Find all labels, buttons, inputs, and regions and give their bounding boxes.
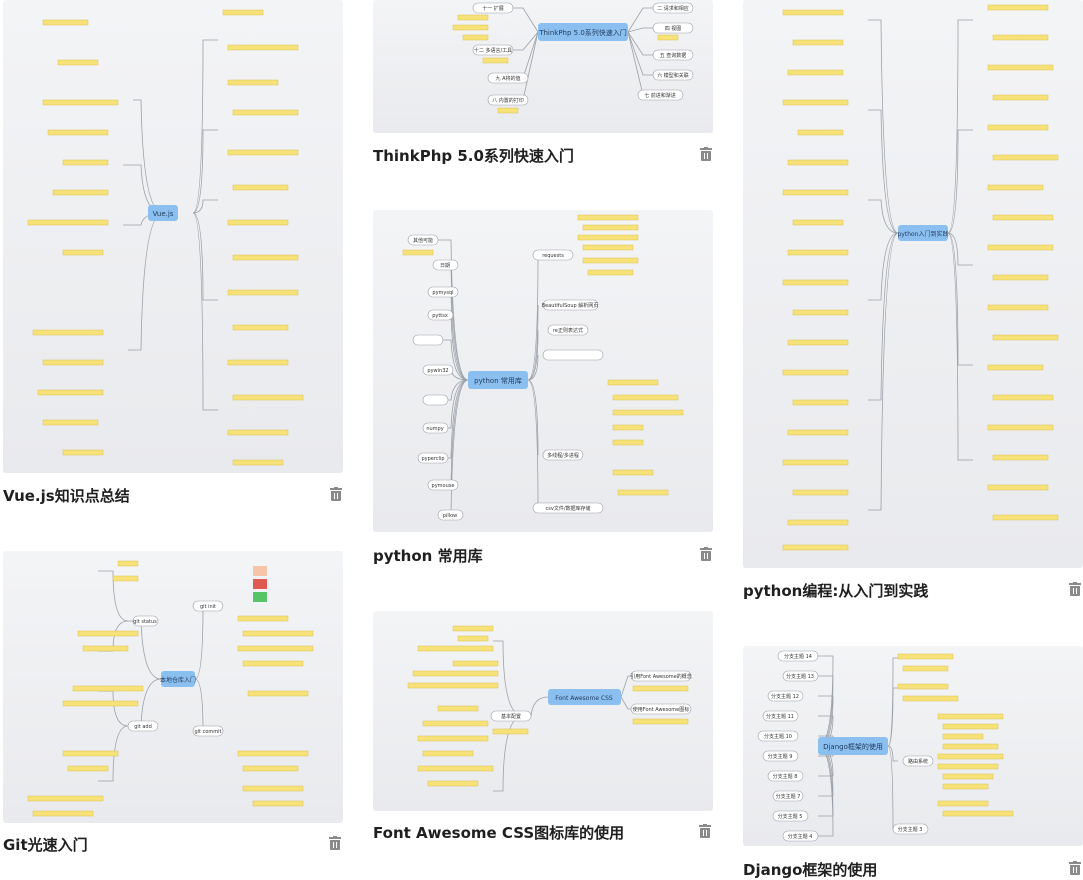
branch-label: 分支主题 5: [778, 813, 803, 820]
branch-label: BeautifulSoup 解析网页: [542, 302, 599, 309]
trash-icon[interactable]: [699, 824, 711, 838]
branch-label: re正则表达式: [553, 327, 583, 334]
mindmap-root-text: Vue.js: [153, 210, 174, 218]
mindmap-title[interactable]: python 常用库: [373, 547, 483, 565]
mindmap-title[interactable]: Font Awesome CSS图标库的使用: [373, 824, 625, 842]
mindmap-preview: python入门到实践: [782, 4, 1059, 551]
branch-label: 分支主题 14: [784, 653, 812, 660]
trash-icon[interactable]: [1069, 582, 1081, 596]
mindmap-title[interactable]: ThinkPhp 5.0系列快速入门: [373, 147, 574, 165]
branch-label: 五 查询数据: [660, 52, 687, 59]
mindmap-thumbnail[interactable]: python入门到实践: [743, 0, 1083, 568]
mindmap-card-python-libs[interactable]: python 常用库 其他可能 日期 pymysql pyttsx pywin3…: [373, 210, 713, 570]
mindmap-title[interactable]: Django框架的使用: [743, 861, 878, 879]
mindmap-title[interactable]: Vue.js知识点总结: [3, 487, 130, 505]
branch-label: numpy: [426, 426, 443, 432]
mindmap-thumbnail[interactable]: python 常用库 其他可能 日期 pymysql pyttsx pywin3…: [373, 210, 713, 532]
trash-icon[interactable]: [700, 547, 712, 561]
branch-label: git status: [133, 619, 157, 625]
branch-label: 分支主题 10: [764, 733, 792, 740]
mindmap-root-text: Django框架的使用: [823, 742, 883, 751]
branch-label: 分支主题 7: [776, 793, 801, 800]
branch-label: 分支主题 4: [788, 833, 813, 840]
branch-label: csv文件/数据库存储: [546, 505, 591, 512]
branch-label: 六 模型和关联: [657, 72, 689, 79]
branch-label: 日期: [440, 263, 450, 269]
branch-label: 路由系统: [908, 758, 928, 765]
branch-label: 基本配置: [501, 713, 521, 720]
trash-icon[interactable]: [700, 147, 712, 161]
branch-label: git init: [200, 604, 216, 610]
mindmap-root-text: ThinkPhp 5.0系列快速入门: [538, 28, 627, 37]
branch-label: 分支主题 9: [768, 753, 793, 760]
mindmap-preview: python 常用库 其他可能 日期 pymysql pyttsx pywin3…: [402, 214, 684, 521]
mindmap-card-django[interactable]: Django框架的使用 分支主题 14 分支主题 13 分支主题 12 分支主题…: [743, 646, 1083, 879]
branch-label: 分支主题 8: [773, 773, 798, 780]
branch-label: git add: [134, 724, 152, 730]
branch-label: pymysql: [432, 290, 453, 296]
branch-label: 十二 多语言/工具: [474, 47, 512, 54]
mindmap-thumbnail[interactable]: Vue.js: [3, 0, 343, 473]
branch-label: 多线程/多进程: [547, 452, 579, 459]
trash-icon[interactable]: [330, 487, 342, 501]
branch-label: pyperclip: [421, 456, 444, 462]
mindmap-root-text: Font Awesome CSS: [555, 695, 613, 702]
branch-label: git commit: [194, 729, 221, 735]
branch-label: 其他可能: [413, 237, 433, 244]
branch-label: requests: [542, 253, 564, 259]
branch-label: 四 视图: [665, 25, 682, 32]
branch-label: 分支主题 12: [771, 693, 799, 700]
mindmap-preview: Font Awesome CSS 基本配置 引用Font Awesome的概念 …: [407, 625, 692, 792]
branch-label: 分支主题 11: [766, 713, 794, 720]
mindmap-thumbnail[interactable]: Django框架的使用 分支主题 14 分支主题 13 分支主题 12 分支主题…: [743, 646, 1083, 846]
mindmap-preview: Vue.js: [27, 9, 304, 466]
mindmap-thumbnail[interactable]: ThinkPhp 5.0系列快速入门 十一 扩展 十二 多语言/工具 九 A将的…: [373, 0, 713, 133]
mindmap-title[interactable]: python编程:从入门到实践: [743, 582, 929, 600]
branch-label: pywin32: [427, 368, 448, 374]
branch-label: 分支主题 3: [898, 826, 923, 833]
branch-label: 十一 扩展: [482, 5, 504, 12]
mindmap-root-text: 本地仓库入门: [160, 676, 196, 684]
branch-label: 引用Font Awesome的概念: [630, 673, 691, 680]
branch-label: 二 请求和相应: [657, 5, 689, 12]
mindmap-card-vue[interactable]: Vue.js Vue.js知识点总结: [3, 0, 343, 510]
branch-label: 分支主题 13: [786, 673, 814, 680]
mindmap-card-thinkphp[interactable]: ThinkPhp 5.0系列快速入门 十一 扩展 十二 多语言/工具 九 A将的…: [373, 0, 713, 170]
mindmap-card-python-crash-course[interactable]: python入门到实践: [743, 0, 1083, 605]
mindmap-card-git[interactable]: 本地仓库入门 git init git status git add git c…: [3, 551, 343, 856]
branch-label: pillow: [443, 513, 458, 519]
mindmap-preview: 本地仓库入门 git init git status git add git c…: [27, 560, 314, 817]
branch-label: pymouse: [432, 483, 455, 489]
mindmap-preview: ThinkPhp 5.0系列快速入门 十一 扩展 十二 多语言/工具 九 A将的…: [452, 2, 694, 114]
mindmap-thumbnail[interactable]: 本地仓库入门 git init git status git add git c…: [3, 551, 343, 823]
mindmap-preview: Django框架的使用 分支主题 14 分支主题 13 分支主题 12 分支主题…: [757, 650, 1014, 842]
trash-icon[interactable]: [329, 836, 341, 850]
branch-label: 九 A将的值: [495, 75, 520, 82]
branch-label: pyttsx: [432, 313, 448, 319]
mindmap-root-text: python 常用库: [474, 376, 522, 385]
branch-label: 使用Font Awesome图标: [633, 706, 689, 713]
branch-label: 七 前进和渐进: [644, 92, 676, 99]
mindmap-thumbnail[interactable]: Font Awesome CSS 基本配置 引用Font Awesome的概念 …: [373, 611, 713, 811]
mindmap-title[interactable]: Git光速入门: [3, 836, 88, 854]
trash-icon[interactable]: [1069, 861, 1081, 875]
branch-label: 八 内置的打印: [492, 97, 524, 104]
mindmap-card-font-awesome[interactable]: Font Awesome CSS 基本配置 引用Font Awesome的概念 …: [373, 611, 713, 846]
mindmap-root-text: python入门到实践: [898, 230, 949, 238]
